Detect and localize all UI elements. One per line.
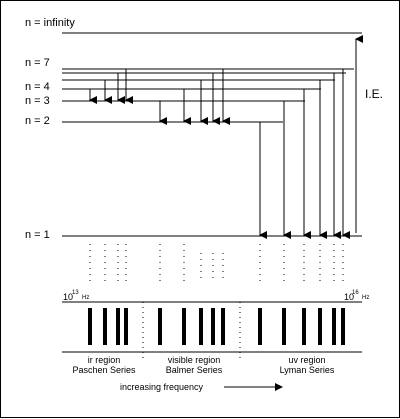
spectral-lines bbox=[88, 308, 345, 345]
scale-right-exponent: 16 bbox=[352, 290, 359, 296]
spectral-line-balmer bbox=[199, 308, 203, 345]
scale-right-unit: Hz bbox=[362, 295, 369, 301]
spectral-line-lyman bbox=[318, 308, 322, 345]
frequency-arrow-head bbox=[275, 383, 283, 391]
spectral-line-lyman bbox=[282, 308, 286, 345]
level-label-2: n = 2 bbox=[25, 115, 50, 127]
spectral-line-lyman bbox=[302, 308, 306, 345]
scale-left-exponent: 13 bbox=[72, 290, 79, 296]
dotted-projections bbox=[89, 244, 344, 281]
spectral-line-balmer bbox=[158, 308, 162, 345]
spectral-line-paschen bbox=[103, 308, 107, 345]
scale-left-base: 10 bbox=[63, 292, 73, 302]
series-name-lyman: Lyman Series bbox=[280, 365, 335, 375]
region-name-visible: visible region bbox=[168, 355, 221, 365]
scale-right-base: 10 bbox=[344, 292, 354, 302]
frequency-label: increasing frequency bbox=[120, 382, 204, 392]
spectral-line-lyman bbox=[332, 308, 336, 345]
level-label-infinity: n = infinity bbox=[25, 17, 75, 29]
scale-left-unit: Hz bbox=[82, 295, 89, 301]
region-name-uv: uv region bbox=[288, 355, 325, 365]
spectral-line-balmer bbox=[211, 308, 215, 345]
spectral-line-lyman bbox=[341, 308, 345, 345]
region-name-ir: ir region bbox=[88, 355, 121, 365]
spectral-line-paschen bbox=[88, 308, 92, 345]
level-label-1: n = 1 bbox=[25, 229, 50, 241]
level-label-3: n = 3 bbox=[25, 95, 50, 107]
spectral-line-paschen bbox=[124, 308, 128, 345]
spectral-line-lyman bbox=[258, 308, 262, 345]
level-label-4: n = 4 bbox=[25, 81, 50, 93]
ionization-energy-label: I.E. bbox=[365, 87, 383, 101]
series-name-balmer: Balmer Series bbox=[166, 365, 223, 375]
lyman-transitions bbox=[259, 69, 350, 239]
paschen-transitions bbox=[89, 69, 133, 104]
series-name-paschen: Paschen Series bbox=[72, 365, 136, 375]
spectral-line-balmer bbox=[221, 308, 225, 345]
balmer-transitions bbox=[159, 69, 230, 125]
spectral-line-balmer bbox=[182, 308, 186, 345]
spectral-line-paschen bbox=[116, 308, 120, 345]
level-label-7: n = 7 bbox=[25, 57, 50, 69]
